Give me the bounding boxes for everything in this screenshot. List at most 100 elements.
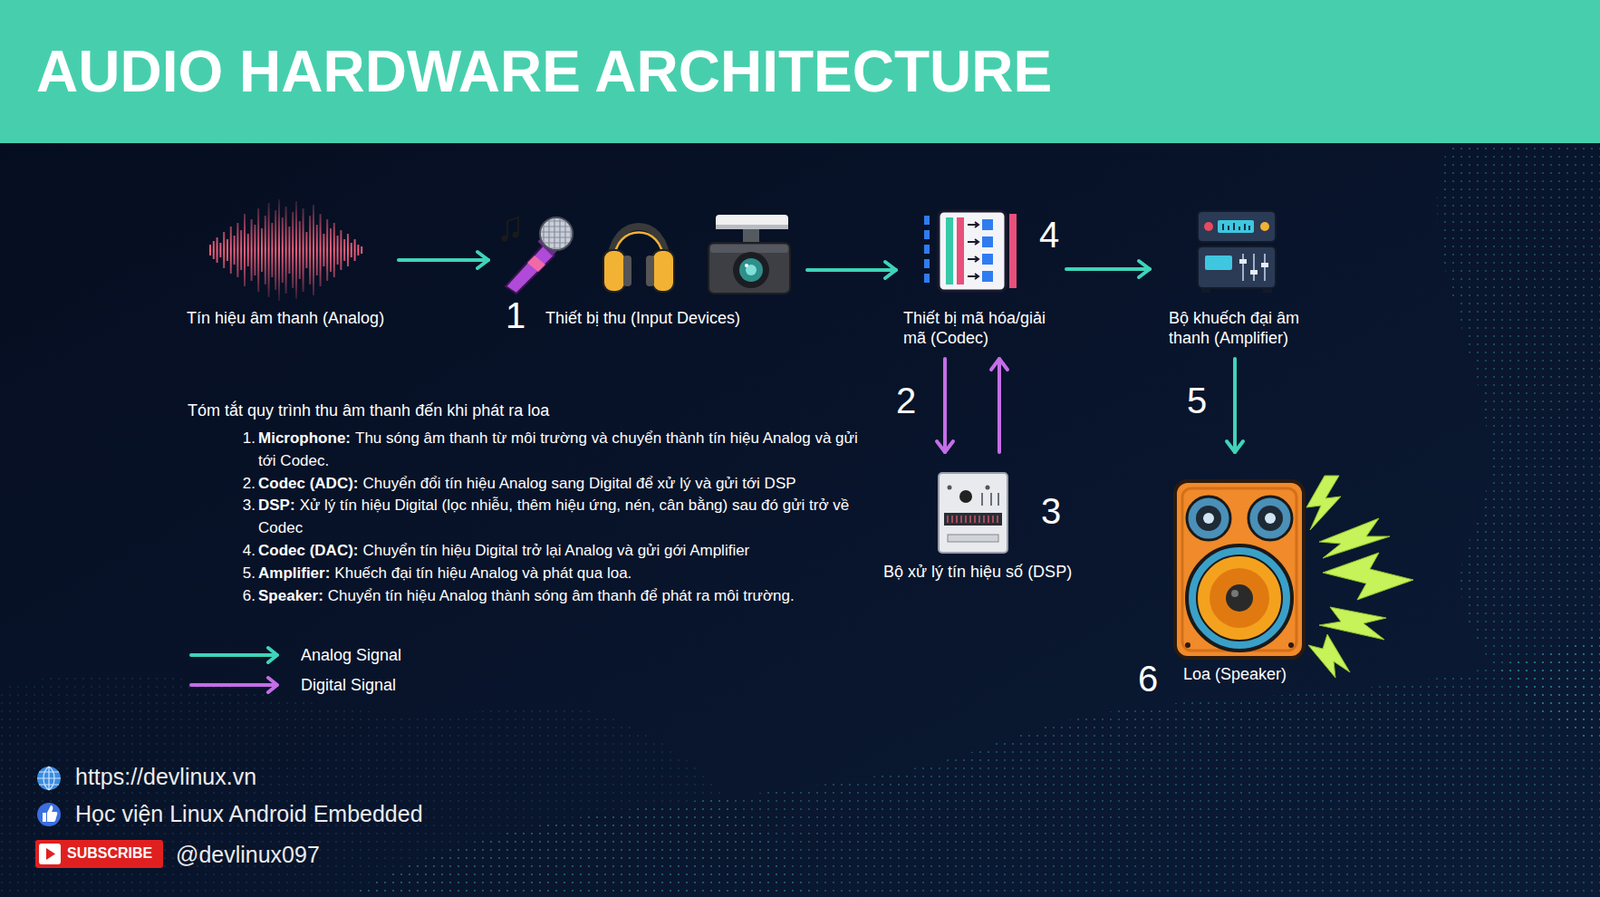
codec-block (982, 219, 993, 231)
camera-top (710, 244, 789, 253)
codec-block (982, 236, 993, 248)
camera-lens (732, 251, 770, 289)
arrow-head (1138, 260, 1150, 278)
arrow-head (1226, 441, 1244, 453)
footer-text: Học viện Linux Android Embedded (75, 801, 424, 828)
legend-samples (191, 647, 278, 693)
amplifier-icon (1197, 211, 1276, 293)
codec-dash (924, 259, 930, 269)
dsp-slider (982, 492, 999, 506)
node-caption: Thiết bị mã hóa/giải mã (Codec) (903, 308, 1060, 348)
list-text: Chuyển tín hiệu Digital trở lại Analog v… (363, 541, 751, 560)
input-devices-node: Thiết bị thu (Input Devices) (493, 206, 802, 334)
screw (1185, 642, 1191, 648)
microphone-icon (501, 215, 576, 294)
sound-bolts (1306, 475, 1414, 678)
list-body: Codec (DAC):Chuyển tín hiệu Digital trở … (258, 539, 868, 563)
dsp-led (947, 485, 953, 491)
signal-arrow (398, 251, 489, 269)
globe-lines (37, 766, 61, 791)
arrow-line (807, 268, 897, 272)
dsp-case (938, 472, 1008, 553)
list-text: Xử lý tín hiệu Digital (lọc nhiễu, thêm … (258, 496, 849, 537)
list-body: Codec (ADC):Chuyển đổi tín hiệu Analog s… (258, 472, 868, 496)
codec-dash (924, 230, 930, 240)
list-item: 1.Microphone:Thu sóng âm thanh từ môi tr… (237, 427, 868, 473)
summary-list: 1.Microphone:Thu sóng âm thanh từ môi tr… (237, 427, 868, 608)
node-caption: Bộ xử lý tín hiệu số (DSP) (883, 561, 1076, 582)
signal-arrow (1066, 260, 1150, 278)
callout-number: 6 (1137, 660, 1158, 697)
signal-arrow (1226, 358, 1244, 453)
codec-dash (924, 273, 930, 283)
mic-handle (505, 244, 555, 294)
list-number: 6. (237, 585, 256, 608)
callout-number: 3 (1040, 492, 1061, 530)
codec-dash (924, 244, 930, 254)
lightning-bolt (1308, 634, 1350, 678)
ear-pad (623, 255, 632, 287)
camera-icon (708, 214, 791, 294)
node-caption: Thiết bị thu (Input Devices) (545, 308, 798, 328)
globe-icon (37, 766, 61, 791)
mesh-lines (538, 215, 575, 252)
speaker-bevel (1182, 488, 1297, 651)
codec-icon (924, 211, 1017, 291)
callout-number: 5 (1186, 382, 1207, 419)
woofer-cone (1196, 555, 1282, 641)
legend-text: Digital Signal (300, 674, 396, 695)
speaker-cabinet (1175, 481, 1304, 658)
tweeter-core (1257, 505, 1283, 531)
list-number: 5. (237, 562, 256, 586)
list-number: 3. (237, 494, 256, 518)
signal-arrow (936, 358, 954, 453)
screw (1288, 642, 1294, 648)
list-item: 3.DSP:Xử lý tín hiệu Digital (lọc nhiễu,… (237, 494, 868, 540)
like-icon (37, 802, 61, 827)
amp-foot (1201, 288, 1211, 293)
analog-arrow-sample (191, 647, 278, 663)
mic-mesh (538, 215, 575, 252)
amp-foot (1262, 288, 1273, 293)
dsp-icon (938, 472, 1008, 553)
lens-glint (744, 263, 749, 268)
codec-block (982, 270, 993, 282)
play-triangle (46, 848, 56, 860)
legend-text: Analog Signal (300, 645, 402, 666)
amp-unit (1197, 211, 1276, 242)
woofer-rim (1186, 545, 1292, 651)
signal-arrow (991, 358, 1008, 453)
footer-link: https://devlinux.vn (75, 764, 257, 791)
lightning-bolt (1306, 475, 1341, 531)
mic-head (539, 217, 573, 251)
digital-arrow-sample (191, 677, 278, 693)
arrow-line (398, 258, 489, 262)
node-caption: Tín hiệu âm thanh (Analog) (186, 308, 392, 328)
list-term: DSP: (258, 496, 296, 514)
ear-pad (645, 255, 655, 287)
tweeter-core (1195, 505, 1222, 531)
node-caption: Bộ khuếch đại âm thanh (Amplifier) (1168, 308, 1312, 348)
speaker-icon (1175, 475, 1414, 678)
codec-panel (938, 211, 1006, 291)
codec-bar (956, 217, 964, 285)
page-title: AUDIO HARDWARE ARCHITECTURE (36, 42, 1052, 101)
music-note (501, 235, 509, 242)
codec-bar (945, 217, 954, 285)
lightning-bolt (1322, 552, 1414, 600)
amp-slider-knob (1239, 259, 1247, 264)
summary-heading: Tóm tắt quy trình thu âm thanh đến khi p… (187, 400, 550, 421)
woofer-glint (1231, 589, 1239, 598)
sound-waveform (210, 199, 362, 301)
camera-stem (742, 229, 760, 244)
dsp-led (985, 485, 991, 491)
list-term: Microphone: (258, 429, 351, 447)
camera-lens (739, 258, 763, 282)
amplifier-node: Bộ khuếch đại âm thanh (Amplifier) (1155, 203, 1314, 354)
footer-handle: @devlinux097 (175, 842, 320, 868)
codec-block (982, 253, 993, 265)
amp-meter (1223, 222, 1250, 231)
